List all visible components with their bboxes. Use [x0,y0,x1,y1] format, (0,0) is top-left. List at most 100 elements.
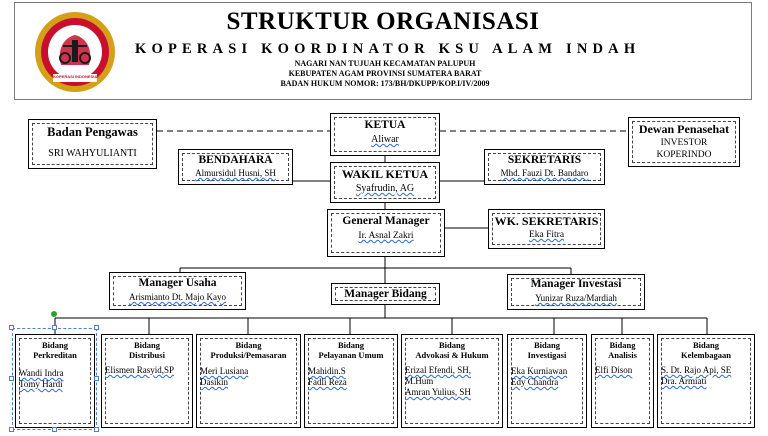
selection-frame[interactable] [12,328,97,430]
dept-advokasi-hukum-title-1: Bidang [439,340,465,350]
bendahara-box[interactable]: BENDAHARA Almursidul Husni, SH [178,149,293,185]
resize-handle-top-right[interactable] [94,325,99,330]
dept-produksi-pemasaran-name-1: Meri Lusiana [197,366,300,377]
address-line-2: KEBUPATEN AGAM PROVINSI SUMATERA BARAT [288,69,482,78]
manager-investasi-inner [511,278,641,306]
dept-pelayanan-umum-box[interactable]: Bidang Pelayanan Umum Mahidin.S Fadli Re… [304,334,398,428]
wakil-ketua-name-text: Syafrudin, AG [355,183,415,194]
dept-distribusi-box[interactable]: Bidang Distribusi Elismen Rasyid,SP [101,334,193,428]
dept-pelayanan-umum-name-2: Fadli Reza [305,377,397,388]
dept-pelayanan-umum-name-1: Mahidin.S [305,366,397,377]
badan-pengawas-inner [32,123,153,165]
dept-kelembagaan-name-1: S. Dt. Rajo Api, SE [658,365,754,376]
dept-analisis-name-1-text: Elfi Dison [595,365,633,375]
dept-advokasi-hukum-box[interactable]: Bidang Advokasi & Hukum Erizal Efendi, S… [401,334,503,428]
dept-analisis-name-1: Elfi Dison [592,365,653,376]
ketua-name-text: Aliwar [371,134,399,145]
dept-produksi-pemasaran-title-2: Produksi/Pemasaran [210,350,287,360]
dept-produksi-pemasaran-name-1-text: Meri Lusiana [200,366,249,376]
dept-kelembagaan-inner [661,338,751,424]
wakil-ketua-inner [334,166,436,199]
dept-kelembagaan-title-2: Kelembagaan [680,350,732,360]
badan-pengawas-name: SRI WAHYULIANTI [48,148,137,159]
dept-advokasi-hukum-title-2: Advokasi & Hukum [415,350,489,360]
dewan-penasehat-title: Dewan Penasehat [638,122,730,136]
dept-distribusi-name-1: Elismen Rasyid,SP [102,365,192,376]
bendahara-title: BENDAHARA [198,154,273,166]
dept-advokasi-hukum-name-3-text: Amran Yulius, SH [405,387,471,397]
dept-analisis-box[interactable]: Bidang Analisis Elfi Dison [591,334,654,428]
wk-sekretaris-box[interactable]: WK. SEKRETARIS Eka Fitra [488,209,605,249]
dept-perkreditan-title-1: Bidang [42,340,68,350]
header-frame [14,2,752,100]
dept-investigasi-box[interactable]: Bidang Investigasi Eka Kurniawan Edy Cha… [507,334,587,428]
dewan-penasehat-box[interactable]: Dewan Penasehat INVESTOR KOPERINDO [628,117,740,167]
dept-distribusi-title-1: Bidang [134,340,160,350]
manager-bidang-inner [335,287,436,301]
manager-investasi-box[interactable]: Manager Investasi Yunizar Ruza/Mardiah [507,274,645,310]
dewan-penasehat-name-1: INVESTOR [660,138,708,148]
bendahara-name-text: Almursidul Husni, SH [195,168,276,178]
dept-produksi-pemasaran-name-2: Dasikin [197,377,300,388]
sekretaris-name-text: Mhd. Fauzi Dt. Bandaro [500,168,589,178]
manager-usaha-box[interactable]: Manager Usaha Arismianto Dt. Majo Kayo [109,272,246,310]
dewan-penasehat-inner [632,121,736,163]
dept-perkreditan-name-2: Tomy Hardi [16,379,94,390]
wakil-ketua-box[interactable]: WAKIL KETUA Syafrudin, AG [330,162,440,203]
rotate-handle[interactable] [51,311,57,317]
ketua-name: Aliwar [331,134,439,145]
dept-investigasi-title-1: Bidang [534,340,560,350]
general-manager-inner [331,213,441,253]
resize-handle-top[interactable] [52,325,57,330]
dept-investigasi-name-2: Edy Chandra [508,377,586,388]
manager-investasi-name-text: Yunizar Ruza/Mardiah [535,293,617,303]
dept-produksi-pemasaran-inner [200,338,297,424]
general-manager-box[interactable]: General Manager Ir. Asnal Zakri [327,209,445,257]
dept-produksi-pemasaran-box[interactable]: Bidang Produksi/Pemasaran Meri Lusiana D… [196,334,301,428]
manager-bidang-box[interactable]: Manager Bidang [331,283,440,305]
dept-advokasi-hukum-name-1-text: Erizal Efendi, SH, [405,365,471,375]
dept-kelembagaan-name-2: Dra. Armiati [658,376,754,387]
dept-perkreditan-title-2: Perkreditan [33,350,77,360]
general-manager-name: Ir. Asnal Zakri [328,231,444,241]
koperasi-logo [35,12,115,92]
wk-sekretaris-title: WK. SEKRETARIS [494,214,599,228]
dept-perkreditan-name-1-text: Wandi Indra [19,368,64,378]
wk-sekretaris-inner [492,213,601,245]
dept-kelembagaan-box[interactable]: Bidang Kelembagaan S. Dt. Rajo Api, SE D… [657,334,755,428]
resize-handle-bottom-left[interactable] [9,427,14,432]
dept-perkreditan-name-1: Wandi Indra [16,368,94,379]
badan-pengawas-box[interactable]: Badan Pengawas SRI WAHYULIANTI [28,119,157,169]
manager-usaha-name-text: Arismianto Dt. Majo Kayo [129,292,226,302]
resize-handle-top-left[interactable] [9,325,14,330]
dept-advokasi-hukum-inner [405,338,499,424]
dept-advokasi-hukum-name-3: Amran Yulius, SH [402,387,502,398]
dept-analisis-title-1: Bidang [609,340,636,350]
ketua-box[interactable]: KETUA Aliwar [330,113,440,156]
sekretaris-box[interactable]: SEKRETARIS Mhd. Fauzi Dt. Bandaro [484,149,605,185]
wk-sekretaris-name-text: Eka Fitra [528,230,565,240]
page-title: STRUKTUR ORGANISASI [226,8,540,35]
manager-investasi-title: Manager Investasi [530,278,622,290]
dept-advokasi-hukum-name-1: Erizal Efendi, SH, [402,365,502,376]
bendahara-inner [182,153,289,181]
general-manager-name-text: Ir. Asnal Zakri [358,231,414,241]
dept-perkreditan-name-2-text: Tomy Hardi [19,379,63,389]
logo-text: KOPERASI INDONESIA [53,74,98,79]
bendahara-name: Almursidul Husni, SH [179,168,292,178]
dept-investigasi-name-1: Eka Kurniawan [508,366,586,377]
resize-handle-left[interactable] [9,376,14,381]
resize-handle-bottom[interactable] [52,427,57,432]
general-manager-title: General Manager [342,215,430,227]
dept-perkreditan-inner [19,338,91,424]
resize-handle-bottom-right[interactable] [94,427,99,432]
dewan-penasehat-name-2: KOPERINDO [656,150,712,160]
dept-produksi-pemasaran-name-2-text: Dasikin [200,377,228,387]
dept-perkreditan-box[interactable]: Bidang Perkreditan Wandi Indra Tomy Hard… [15,334,95,428]
dept-distribusi-name-1-text: Elismen Rasyid,SP [105,365,175,375]
resize-handle-right[interactable] [94,376,99,381]
dept-analisis-title-2: Analisis [608,350,637,360]
wakil-ketua-title: WAKIL KETUA [341,167,429,181]
